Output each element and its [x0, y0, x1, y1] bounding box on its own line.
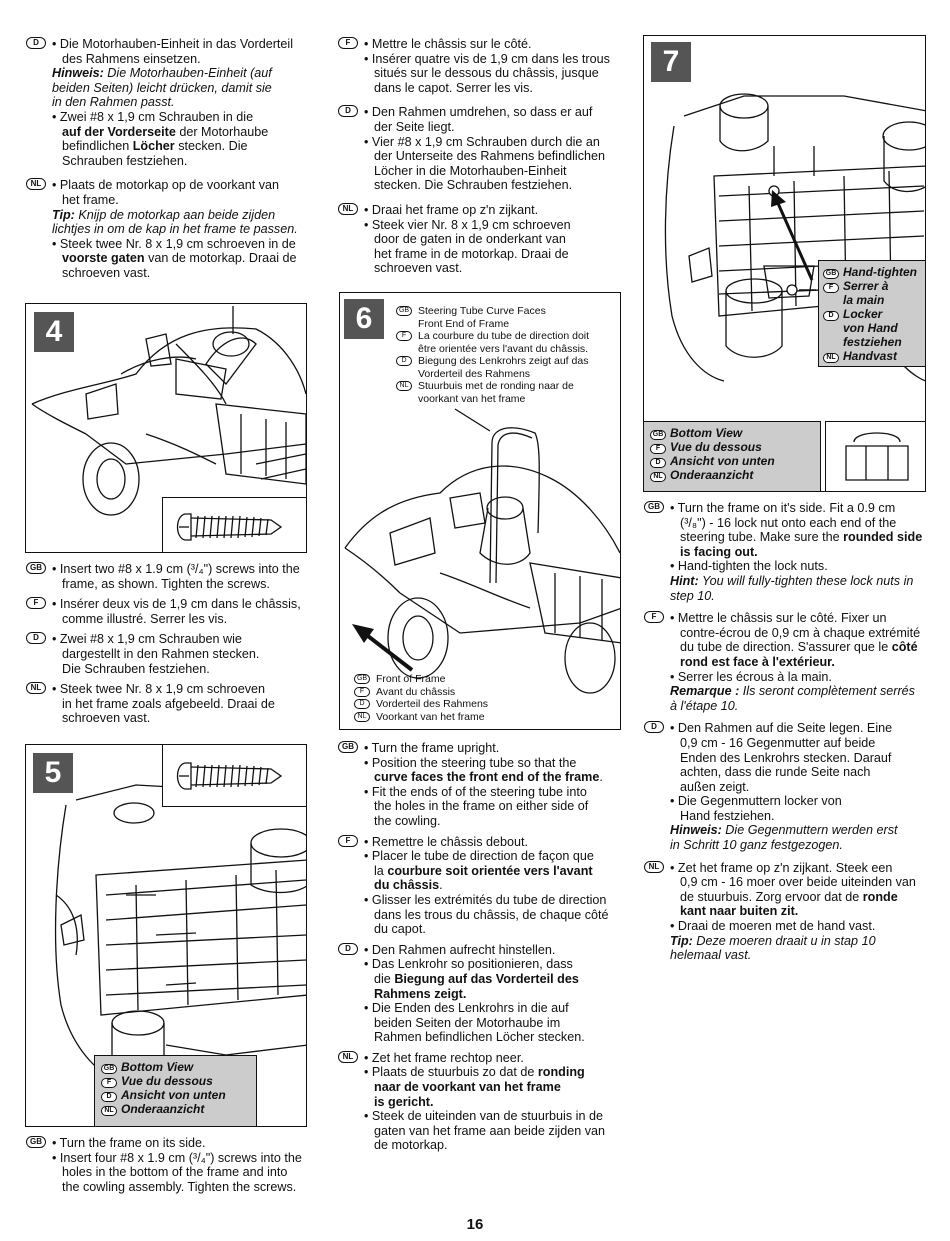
- lang-badge-nl: NL: [644, 860, 664, 873]
- lang-badge-d: D: [26, 37, 46, 49]
- lang-badge-f: F: [644, 611, 664, 624]
- step-7-number: 7: [651, 42, 691, 82]
- column-middle: F • Mettre le châssis sur le côté. • Ins…: [338, 37, 630, 286]
- lang-badge-f: F: [26, 597, 46, 610]
- lang-badge-f: F: [338, 834, 358, 847]
- column-left: D • Die Motorhauben-Einheit in das Vorde…: [26, 37, 316, 291]
- intro-dutch: NL • Plaats de motorkap op de voorkant v…: [26, 178, 316, 280]
- step-5-text: GB • Turn the frame on its side. • Inser…: [26, 1136, 316, 1204]
- lang-badge-gb: GB: [26, 1136, 46, 1148]
- page-number: 16: [466, 1216, 484, 1233]
- locknut-inset: [825, 421, 925, 491]
- lang-badge-d: D: [338, 942, 358, 955]
- step-5-number: 5: [33, 753, 73, 793]
- screw-inset: [162, 497, 306, 552]
- step-4-text: GB • Insert two #8 x 1.9 cm (³/₄") screw…: [26, 562, 316, 736]
- intro-german: D • Die Motorhauben-Einheit in das Vorde…: [26, 37, 316, 168]
- lang-badge-gb: GB: [26, 562, 46, 574]
- screw-icon: [176, 762, 283, 790]
- locknut-arrow: [775, 200, 814, 281]
- car-steering-drawing: [344, 408, 620, 694]
- lang-badge-gb: GB: [644, 501, 664, 513]
- lang-badge-d: D: [338, 105, 358, 118]
- lang-badge-nl: NL: [338, 202, 358, 215]
- step-4-number: 4: [34, 312, 74, 352]
- front-arrow-head: [352, 624, 374, 643]
- lang-badge-gb: GB: [338, 741, 358, 753]
- step-7-text: GB • Turn the frame on it's side. Fit a …: [644, 501, 940, 973]
- screw-icon: [176, 513, 283, 541]
- step-6-text: GB • Turn the frame upright. • Position …: [338, 741, 630, 1163]
- lang-badge-nl: NL: [26, 178, 46, 191]
- front-arrow: [362, 631, 414, 672]
- car-locknut-drawing: [664, 93, 925, 382]
- step-6-number: 6: [344, 299, 384, 339]
- lang-badge-f: F: [338, 37, 358, 49]
- car-front-drawing: [31, 306, 306, 516]
- lang-badge-d: D: [644, 721, 664, 734]
- locknut-icon: [845, 432, 909, 481]
- lang-badge-nl: NL: [338, 1050, 358, 1063]
- lang-badge-nl: NL: [26, 682, 46, 695]
- screw-inset: [162, 745, 306, 807]
- lang-badge-d: D: [26, 632, 46, 645]
- step-4-illustration: 4: [25, 303, 307, 553]
